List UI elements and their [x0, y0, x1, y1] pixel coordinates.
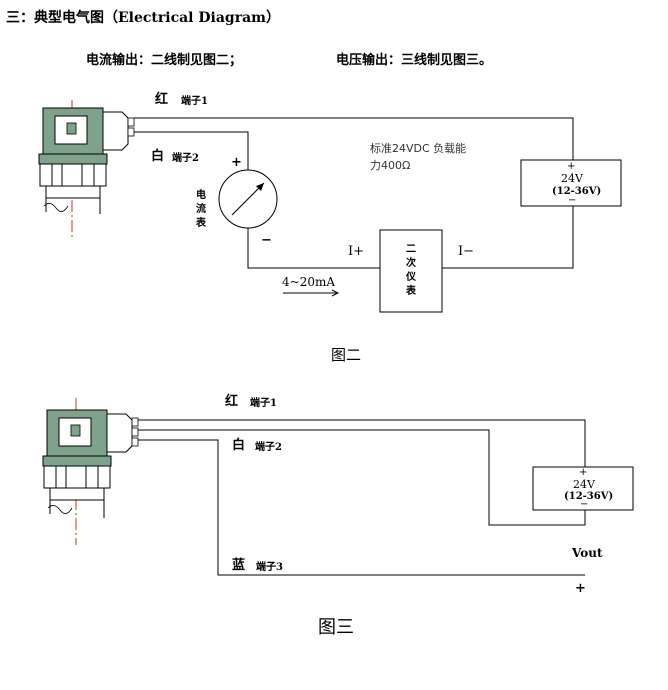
figure3-terminal2-label: 端子2	[255, 442, 282, 453]
figure3-supply-range: (12-36V)	[564, 491, 614, 502]
figure3-vout-plus: +	[575, 581, 586, 596]
figure2-power-supply-box	[520, 159, 622, 207]
figure2-ammeter-char3: 表	[196, 218, 206, 229]
figure2-current-range: 4~20mA	[282, 275, 336, 289]
figure3-white-wire-label: 白	[232, 438, 246, 453]
figure2-supply-voltage: 24V	[561, 172, 583, 185]
current-output-subtitle: 电流输出：二线制见图二；	[86, 53, 243, 68]
figure2-load-note-line2: 力400Ω	[370, 159, 411, 172]
figure2-meter-char1: 二	[406, 244, 416, 255]
figure3-terminal1-label: 端子1	[250, 398, 277, 409]
figure2-white-wire-label: 白	[151, 149, 165, 164]
figure2-secondary-meter-box	[379, 229, 443, 313]
figure3-red-wire-label: 红	[225, 394, 239, 409]
figure2-ammeter-plus: +	[231, 155, 242, 170]
figure2-ammeter-char2: 流	[196, 204, 206, 215]
figure3-supply-minus: −	[580, 499, 589, 510]
figure2-ammeter	[218, 169, 278, 229]
figure2-meter-char4: 表	[406, 286, 416, 297]
voltage-output-subtitle: 电压输出：三线制见图三。	[336, 53, 493, 68]
figure3-sensor-icon	[42, 398, 139, 545]
figure2-red-wire-label: 红	[155, 92, 169, 107]
figure3-caption: 图三	[318, 617, 354, 638]
figure2-i-minus: I−	[458, 244, 475, 259]
figure2-terminal2-label: 端子2	[172, 153, 199, 164]
figure3-supply-voltage: 24V	[573, 478, 595, 491]
figure2-wires	[134, 117, 574, 297]
figure2-sensor-icon	[38, 100, 135, 240]
figure2-terminal1-label: 端子1	[181, 96, 208, 107]
figure2-supply-range: (12-36V)	[552, 186, 602, 197]
figure3-wires	[138, 419, 586, 576]
figure2-meter-char2: 次	[406, 258, 416, 269]
figure2-ammeter-char1: 电	[196, 190, 206, 201]
figure2-supply-minus: −	[568, 195, 577, 206]
figure2-load-note-line1: 标准24VDC 负载能	[370, 142, 467, 155]
figure2-supply-plus: +	[567, 161, 576, 172]
page-heading: 三：典型电气图（Electrical Diagram）	[6, 10, 280, 26]
figure2-meter-char3: 仪	[406, 272, 416, 283]
figure3-terminal3-label: 端子3	[256, 562, 283, 573]
figure2-caption: 图二	[331, 346, 362, 364]
figure3-supply-plus: +	[579, 467, 588, 478]
figure2-ammeter-minus: −	[261, 233, 272, 248]
figure2-i-plus: I+	[348, 244, 365, 259]
figure3-vout-label: Vout	[572, 546, 603, 560]
figure3-power-supply-box	[532, 466, 634, 511]
figure3-blue-wire-label: 蓝	[232, 558, 246, 573]
